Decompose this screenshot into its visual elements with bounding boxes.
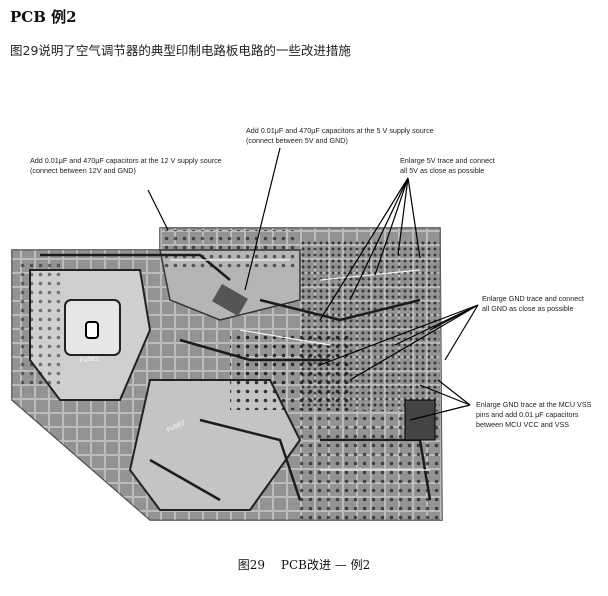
trace-5v-note-line2: all 5V as close as possible: [400, 166, 485, 175]
figure-title: PCB改进 — 例2: [280, 558, 371, 572]
cap-12v-note-line1: Add 0.01μF and 470μF capacitors at the 1…: [30, 156, 222, 165]
fuse1-label: FUSE1: [80, 356, 100, 364]
cap-12v-note-line2: (connect between 12V and GND): [30, 166, 136, 175]
mcu-note-line1: Enlarge GND trace at the MCU VSS: [476, 400, 592, 409]
annotation-leaders: [147, 147, 479, 421]
trace-5v-note-line1: Enlarge 5V trace and connect: [400, 156, 495, 165]
figure-caption: 图29 PCB改进 — 例2: [0, 556, 608, 573]
mcu-note-line3: between MCU VCC and VSS: [476, 420, 570, 429]
gnd-note-line1: Enlarge GND trace and connect: [482, 294, 584, 303]
pcb-figure: FUSE1 FUSE2 Add 0.01μF and 470μF capacit…: [0, 110, 608, 530]
section-heading: PCB 例2: [10, 8, 77, 26]
mcu-note-line2: pins and add 0.01 μF capacitors: [476, 410, 579, 419]
figure-number: 图29: [237, 558, 266, 572]
cap-5v-note-line2: (connect between 5V and GND): [246, 136, 348, 145]
cap-5v-note-line1: Add 0.01μF and 470μF capacitors at the 5…: [246, 126, 434, 135]
gnd-note-line2: all GND as close as possible: [482, 304, 574, 313]
intro-paragraph: 图29说明了空气调节器的典型印制电路板电路的一些改进措施: [10, 43, 351, 58]
pcb-photo: FUSE1 FUSE2: [11, 147, 479, 521]
